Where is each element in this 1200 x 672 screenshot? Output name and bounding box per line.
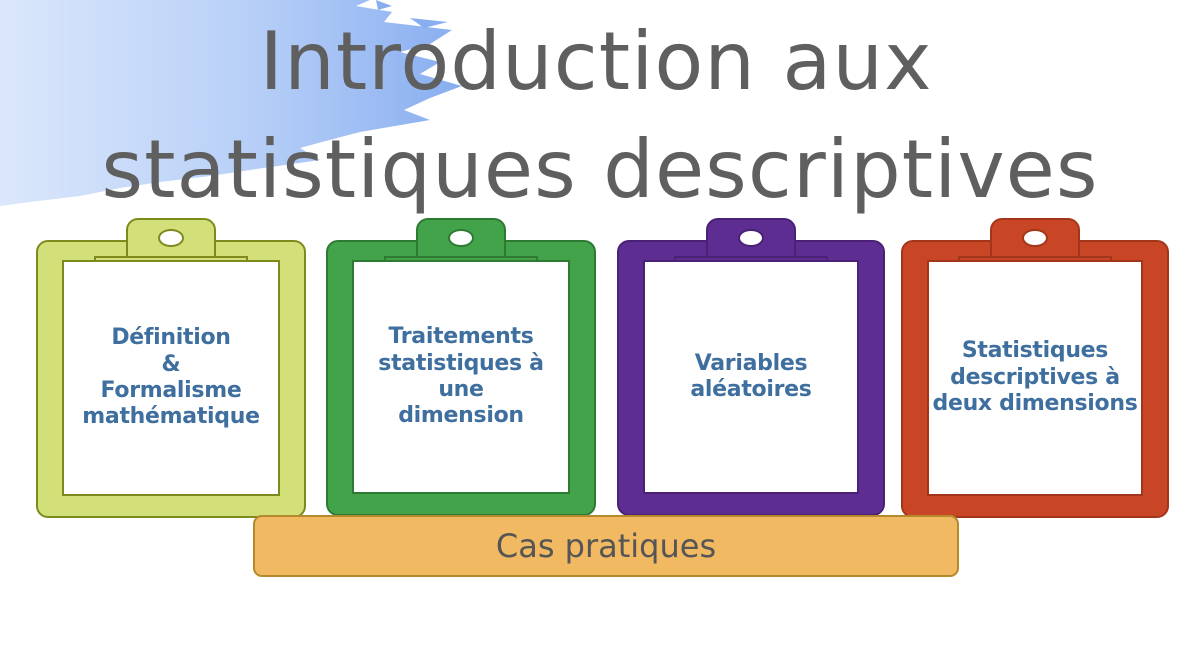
cas-pratiques-bar: Cas pratiques <box>253 515 959 577</box>
clipboard-definition: Définition & Formalisme mathématique <box>36 218 306 518</box>
clipboard-paper: Variables aléatoires <box>643 260 859 494</box>
clipboard-paper: Statistiques descriptives à deux dimensi… <box>927 260 1143 496</box>
clipboard-traitements: Traitements statistiques à une dimension <box>326 218 596 516</box>
cas-pratiques-label: Cas pratiques <box>495 527 717 565</box>
title-line-2: statistiques descriptives <box>101 123 1099 216</box>
title-line-1: Introduction aux <box>259 15 933 108</box>
clipboard-label: Définition & Formalisme mathématique <box>82 325 260 430</box>
clipboard-label: Statistiques descriptives à deux dimensi… <box>932 338 1138 417</box>
clipboard-paper: Traitements statistiques à une dimension <box>352 260 570 494</box>
clipboard-deux-dimensions: Statistiques descriptives à deux dimensi… <box>901 218 1169 518</box>
clipboard-variables: Variables aléatoires <box>617 218 885 516</box>
blue-brush-splash <box>0 0 462 206</box>
clipboard-label: Variables aléatoires <box>690 350 812 402</box>
clipboard-label: Traitements statistiques à une dimension <box>378 324 544 429</box>
clipboard-paper: Définition & Formalisme mathématique <box>62 260 280 496</box>
